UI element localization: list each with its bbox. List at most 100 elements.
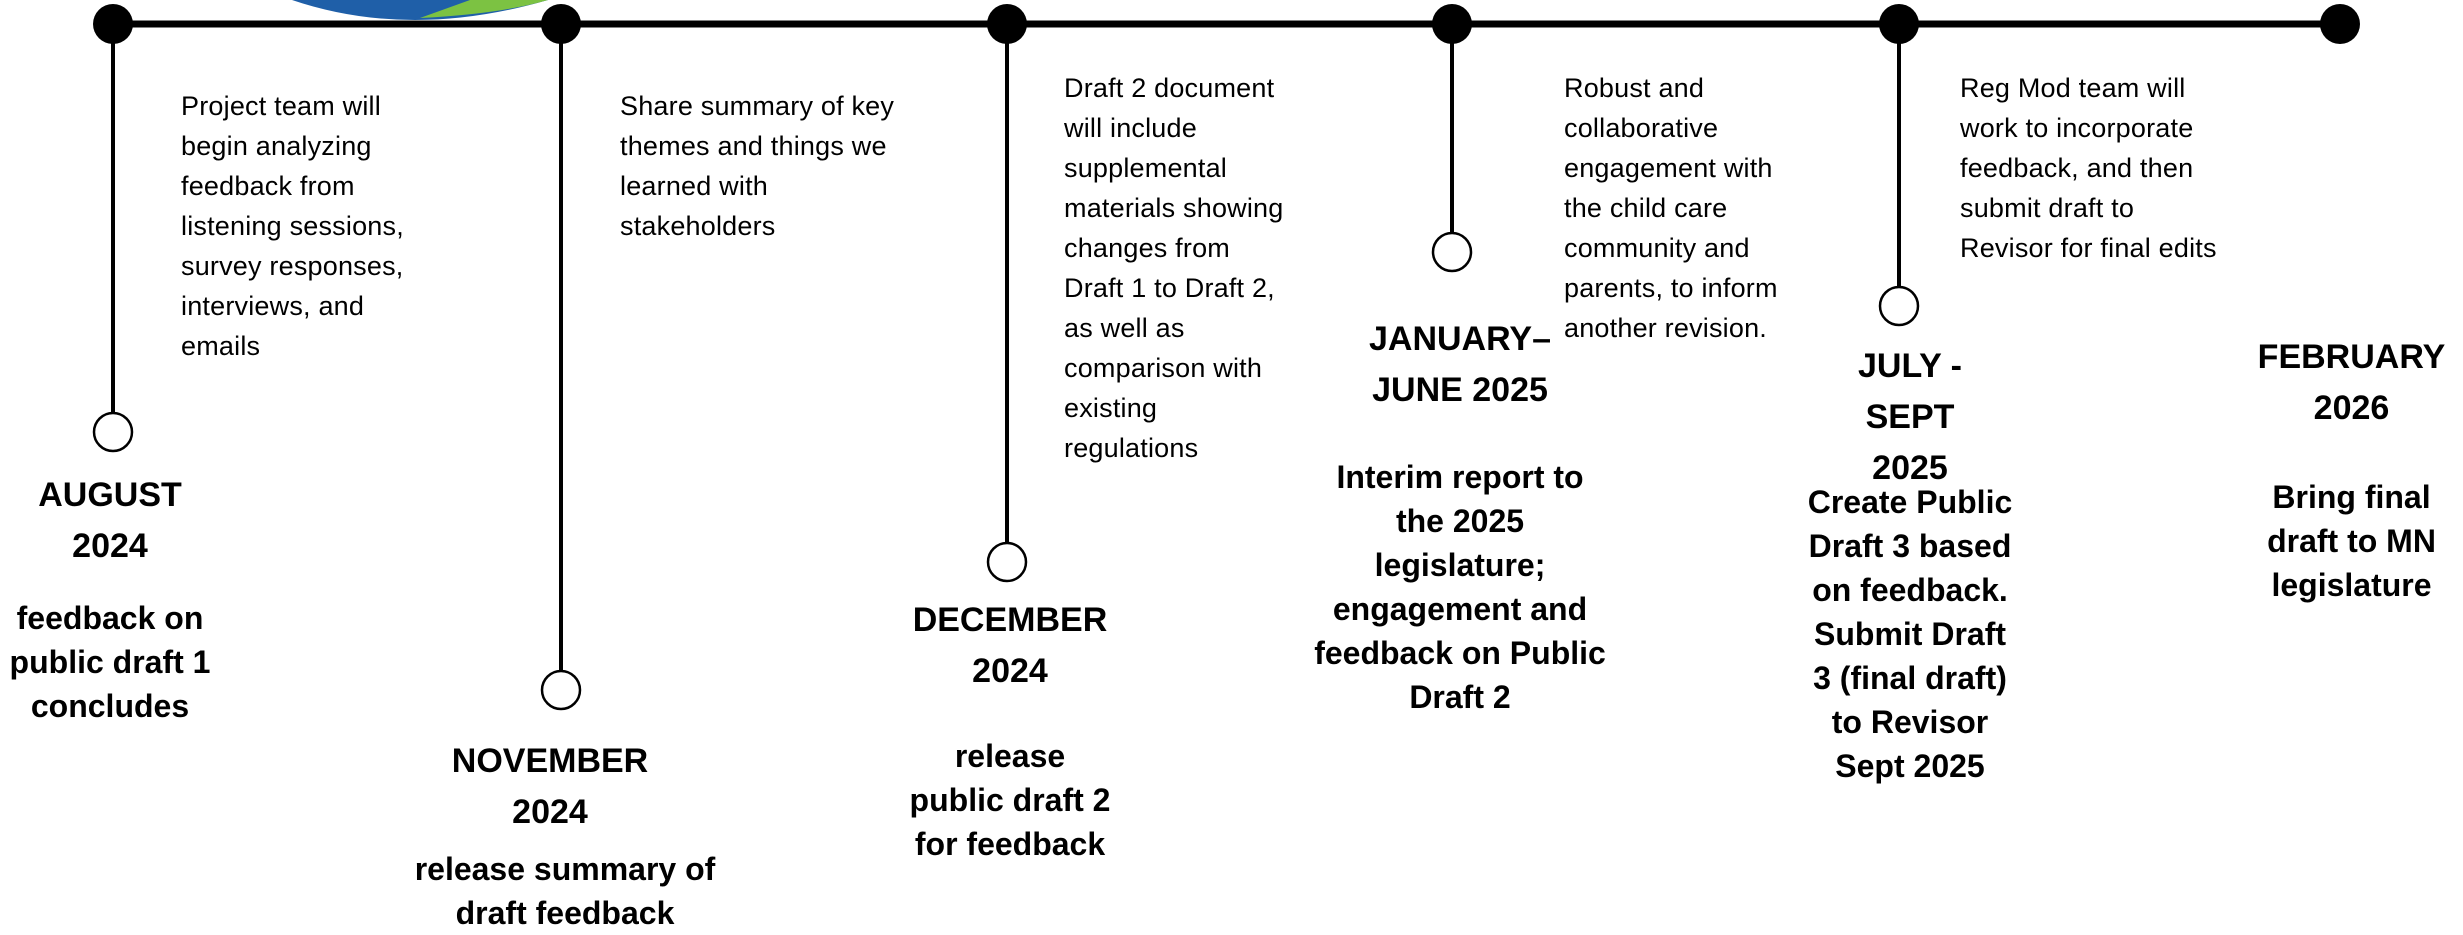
date-line: JUNE 2025: [1372, 371, 1548, 409]
date-line: JANUARY–: [1368, 320, 1551, 358]
date-july-sept-2025: JULY - SEPT 2025: [1780, 341, 2040, 494]
milestone-line: release: [954, 738, 1066, 774]
date-line: 2024: [72, 527, 148, 565]
node-november-2024: [541, 4, 581, 44]
note-line: changes from: [1064, 233, 1230, 263]
note-line: engagement with: [1564, 153, 1773, 183]
note-line: stakeholders: [620, 211, 776, 241]
milestone-line: feedback on Public: [1314, 635, 1606, 671]
node-july-sept-2025: [1879, 4, 1919, 44]
milestone-line: legislature: [2271, 567, 2432, 603]
node-february-2026: [2320, 4, 2360, 44]
note-line: Revisor for final edits: [1960, 233, 2217, 263]
note-line: Project team will: [181, 91, 381, 121]
milestone-line: Create Public: [1807, 484, 2013, 520]
milestone-line: engagement and: [1332, 591, 1588, 627]
milestone-july-sept-2025: Create Public Draft 3 based on feedback.…: [1770, 480, 2050, 788]
note-line: emails: [181, 331, 261, 361]
node-january-june-2025: [1432, 4, 1472, 44]
milestone-line: on feedback.: [1812, 572, 2008, 608]
date-line: NOVEMBER: [451, 742, 649, 780]
note-line: interviews, and: [181, 291, 365, 321]
note-line: Draft 2 document: [1064, 73, 1275, 103]
end-marker-november-2024: [540, 669, 582, 711]
note-november-2024: Share summary of key themes and things w…: [620, 86, 894, 246]
end-marker-december-2024: [986, 541, 1028, 583]
end-marker-july-sept-2025: [1878, 285, 1920, 327]
note-line: community and: [1564, 233, 1750, 263]
date-line: JULY -: [1858, 347, 1962, 385]
note-july-sept-2025: Reg Mod team will work to incorporate fe…: [1960, 68, 2217, 268]
note-line: Draft 1 to Draft 2,: [1064, 273, 1275, 303]
date-line: DECEMBER: [912, 601, 1108, 639]
milestone-february-2026: Bring final draft to MN legislature: [2240, 475, 2463, 607]
note-december-2024: Draft 2 document will include supplement…: [1064, 68, 1284, 468]
milestone-line: legislature;: [1374, 547, 1546, 583]
note-line: collaborative: [1564, 113, 1719, 143]
note-line: listening sessions,: [181, 211, 404, 241]
milestone-line: Submit Draft: [1814, 616, 2006, 652]
note-line: supplemental: [1064, 153, 1228, 183]
note-line: materials showing: [1064, 193, 1284, 223]
milestone-line: public draft 2: [909, 782, 1111, 818]
milestone-january-june-2025: Interim report to the 2025 legislature; …: [1290, 455, 1630, 719]
note-line: will include: [1064, 113, 1197, 143]
logo-partial-green: [420, 0, 548, 18]
milestone-line: concludes: [30, 688, 190, 724]
milestone-line: 3 (final draft): [1813, 660, 2007, 696]
note-august-2024: Project team will begin analyzing feedba…: [181, 86, 404, 366]
milestone-december-2024: release public draft 2 for feedback: [850, 734, 1170, 866]
node-august-2024: [93, 4, 133, 44]
milestone-line: Draft 3 based: [1808, 528, 2012, 564]
milestone-line: release summary of: [414, 851, 716, 887]
note-line: Reg Mod team will: [1960, 73, 2186, 103]
note-line: survey responses,: [181, 251, 404, 281]
milestone-line: Sept 2025: [1835, 748, 1985, 784]
note-line: themes and things we: [620, 131, 887, 161]
date-line: SEPT: [1865, 398, 1955, 436]
note-line: as well as: [1064, 313, 1185, 343]
date-january-june-2025: JANUARY– JUNE 2025: [1300, 314, 1620, 416]
milestone-line: public draft 1: [9, 644, 211, 680]
note-line: work to incorporate: [1960, 113, 2194, 143]
milestone-line: Bring final: [2272, 479, 2431, 515]
milestone-line: Draft 2: [1409, 679, 1511, 715]
milestone-line: for feedback: [914, 826, 1106, 862]
note-line: learned with: [620, 171, 768, 201]
node-december-2024: [987, 4, 1027, 44]
note-line: the child care: [1564, 193, 1728, 223]
milestone-line: draft feedback: [455, 895, 675, 931]
note-line: feedback from: [181, 171, 355, 201]
milestone-august-2024: feedback on public draft 1 concludes: [0, 596, 220, 728]
end-marker-january-june-2025: [1431, 231, 1473, 273]
note-line: Share summary of key: [620, 91, 895, 121]
note-line: comparison with: [1064, 353, 1263, 383]
date-december-2024: DECEMBER 2024: [850, 595, 1170, 697]
end-marker-august-2024: [92, 411, 134, 453]
note-line: existing: [1064, 393, 1158, 423]
note-line: parents, to inform: [1564, 273, 1778, 303]
date-line: 2024: [972, 652, 1048, 690]
milestone-november-2024: release summary of draft feedback: [390, 847, 740, 935]
note-line: feedback, and then: [1960, 153, 2194, 183]
date-line: FEBRUARY: [2257, 338, 2446, 376]
note-line: Robust and: [1564, 73, 1705, 103]
date-line: 2025: [1872, 449, 1948, 487]
date-february-2026: FEBRUARY 2026: [2240, 332, 2463, 434]
date-line: 2026: [2313, 389, 2390, 427]
date-line: AUGUST: [38, 476, 182, 514]
milestone-line: feedback on: [16, 600, 204, 636]
note-line: regulations: [1064, 433, 1199, 463]
date-november-2024: NOVEMBER 2024: [400, 736, 700, 838]
date-line: 2024: [512, 793, 588, 831]
note-january-june-2025: Robust and collaborative engagement with…: [1564, 68, 1778, 348]
note-line: begin analyzing: [181, 131, 372, 161]
milestone-line: Interim report to: [1336, 459, 1584, 495]
milestone-line: to Revisor: [1831, 704, 1989, 740]
note-line: another revision.: [1564, 313, 1768, 343]
milestone-line: draft to MN: [2267, 523, 2436, 559]
date-august-2024: AUGUST 2024: [10, 470, 210, 572]
milestone-line: the 2025: [1395, 503, 1525, 539]
note-line: submit draft to: [1960, 193, 2135, 223]
